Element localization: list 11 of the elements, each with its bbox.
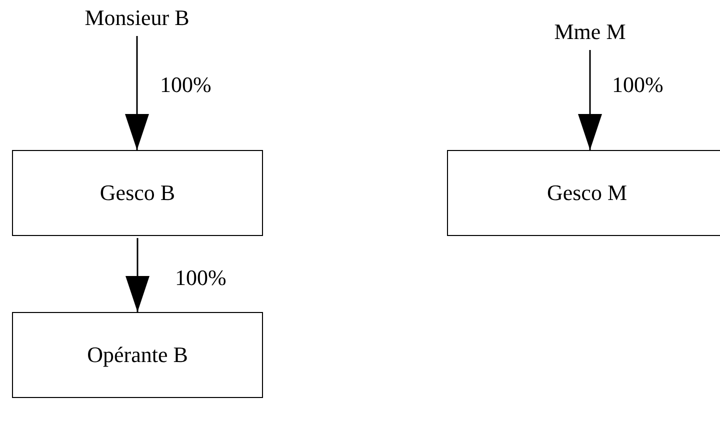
arrow — [578, 50, 602, 150]
entity-label: Monsieur B — [72, 2, 202, 34]
edge-label: 100% — [612, 72, 664, 98]
entity-box: Opérante B — [12, 312, 263, 398]
entity-label: Mme M — [545, 16, 635, 48]
arrow — [125, 36, 149, 150]
entity-box: Gesco M — [447, 150, 720, 236]
edge-label: 100% — [160, 72, 212, 98]
edge-label: 100% — [175, 265, 226, 291]
arrow — [126, 238, 150, 312]
entity-box: Gesco B — [12, 150, 263, 236]
